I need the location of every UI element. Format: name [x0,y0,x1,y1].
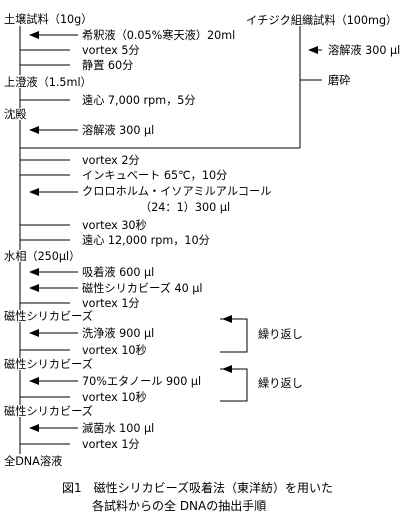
precip-step-lysis: 溶解液 300 μl [82,124,155,137]
repeat-label-1: 繰り返し [258,328,303,341]
precipitate-label: 沈殿 [4,108,27,121]
b2-step-ethanol: 70%エタノール 900 μl [82,375,202,388]
repeat-label-2: 繰り返し [258,377,303,390]
b2-step-vortex: vortex 10秒 [82,391,147,404]
aq-step-vortex: vortex 1分 [82,297,140,310]
b3-step-vortex: vortex 1分 [82,438,140,451]
beads3-label: 磁性シリカビーズ [4,405,93,418]
b1-step-vortex: vortex 10秒 [82,344,147,357]
b3-step-water: 滅菌水 100 μl [82,422,155,435]
caption-line-2: 各試料からの全 DNAの抽出手順 [92,499,267,513]
soil-step-vortex: vortex 5分 [82,44,140,57]
final-dna-label: 全DNA溶液 [4,455,63,468]
precip-step-incubate: インキュベート 65℃，10分 [82,169,228,182]
precip-step-vortex30: vortex 30秒 [82,219,147,232]
beads2-label: 磁性シリカビーズ [4,358,93,371]
precip-step-chloroform: クロロホルム・イソアミルアルコール [82,185,272,198]
caption-line-1: 図1 磁性シリカビーズ吸着法（東洋紡）を用いた [62,481,334,495]
fig-step-grind: 磨砕 [328,74,351,87]
precip-step-centrifuge: 遠心 12,000 rpm，10分 [82,234,210,247]
supernatant-step-centrifuge: 遠心 7,000 rpm，5分 [82,94,196,107]
repeat-bracket-1 [220,318,248,353]
repeat-bracket-2 [220,368,248,402]
aq-step-beads: 磁性シリカビーズ 40 μl [82,282,203,295]
aqueous-label: 水相（250μl） [4,250,81,263]
soil-step-dilution: 希釈液（0.05%寒天液）20ml [82,29,236,42]
fig-step-lysis: 溶解液 300 μl [328,44,401,57]
precip-step-ratio: （24：1）300 μl [140,201,231,214]
b1-step-wash: 洗浄液 900 μl [82,327,155,340]
beads1-label: 磁性シリカビーズ [4,310,93,323]
soil-sample-label: 土壌試料（10g） [4,13,93,26]
precip-step-vortex: vortex 2分 [82,154,140,167]
fig-sample-label: イチジク組織試料（100mg） [246,14,398,27]
soil-step-settle: 静置 60分 [82,59,134,72]
aq-step-binding: 吸着液 600 μl [82,266,155,279]
supernatant-label: 上澄液（1.5ml） [4,76,92,89]
